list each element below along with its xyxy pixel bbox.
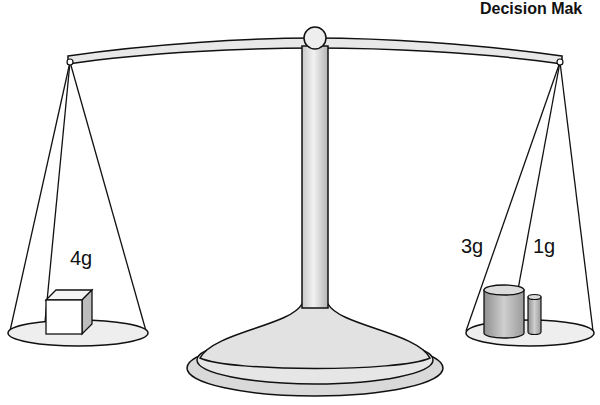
pan-string [512,62,560,322]
cube-weight [46,290,92,334]
pole-knob [304,27,326,49]
cube-front [46,300,82,334]
pan-string [45,62,70,322]
weight-label: 1g [533,236,555,256]
weight-label: 4g [70,248,92,268]
left-pan-strings [10,62,146,331]
cylinder-body [484,290,524,338]
pan-hook [67,59,73,65]
cube-side [82,290,92,334]
pan-string [466,62,560,331]
cylinder-weight [484,285,524,338]
weight-label: 3g [461,236,483,256]
base-dome [200,304,430,369]
pan-hook [557,59,563,65]
page-heading: Decision Mak [480,1,582,17]
right-pan-strings [466,62,593,331]
pan-string [560,62,593,331]
scale-pole [302,46,328,308]
cylinder-top [484,285,524,295]
cylinder-body [528,297,541,335]
cylinder-weight [528,295,541,335]
cylinder-top [528,295,541,300]
